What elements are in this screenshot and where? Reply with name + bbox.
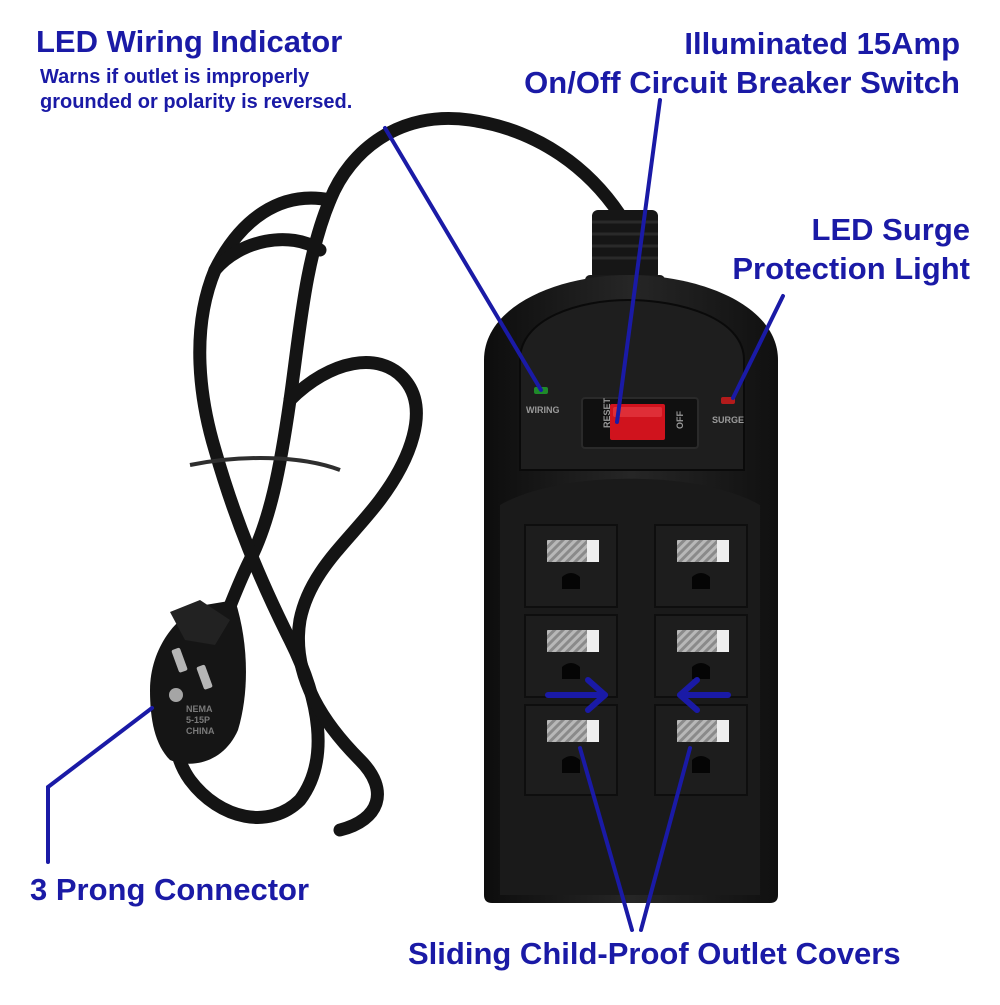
plug-text-line1: NEMA <box>186 704 213 714</box>
callout-leader-lines <box>46 98 785 932</box>
outlet-covers-label: Sliding Child-Proof Outlet Covers <box>408 936 901 971</box>
led-wiring-leader <box>383 126 543 392</box>
power-cord <box>168 112 627 837</box>
outlet[interactable] <box>654 704 748 796</box>
sliding-cover[interactable] <box>677 720 717 742</box>
outlet[interactable] <box>524 704 618 796</box>
reset-label: RESET <box>602 397 612 428</box>
prong-connector-label: 3 Prong Connector <box>30 872 310 907</box>
breaker-switch-title-line2: On/Off Circuit Breaker Switch <box>524 65 960 100</box>
outlet-grid <box>524 524 748 796</box>
outlet[interactable] <box>524 524 618 608</box>
surge-light-leader <box>731 294 785 400</box>
sliding-cover[interactable] <box>547 630 587 652</box>
off-label: OFF <box>675 411 685 429</box>
outlet-covers-leader-right <box>639 746 692 932</box>
cord-tie <box>189 456 341 472</box>
circuit-breaker-switch[interactable]: RESET OFF <box>581 397 699 449</box>
surge-light-title-line2: Protection Light <box>732 251 970 286</box>
three-prong-plug: NEMA 5-15P CHINA <box>150 600 246 764</box>
arrow-left-icon <box>677 677 731 713</box>
led-wiring-description-line1: Warns if outlet is improperly <box>40 66 310 88</box>
plug-text-line2: 5-15P <box>186 715 210 725</box>
led-wiring-description-line2: grounded or polarity is reversed. <box>40 91 353 113</box>
wiring-label: WIRING <box>526 405 560 415</box>
sliding-cover[interactable] <box>547 720 587 742</box>
outlet[interactable] <box>524 614 618 698</box>
led-wiring-title: LED Wiring Indicator <box>36 24 343 59</box>
breaker-switch-title-line1: Illuminated 15Amp <box>684 26 960 61</box>
outlet-covers-leader-left <box>578 746 634 932</box>
sliding-cover[interactable] <box>677 630 717 652</box>
surge-label: SURGE <box>712 415 744 425</box>
breaker-switch-leader <box>615 98 662 424</box>
sliding-cover[interactable] <box>677 540 717 562</box>
outlet[interactable] <box>654 524 748 608</box>
arrow-right-icon <box>545 677 608 713</box>
outlet[interactable] <box>654 614 748 698</box>
prong-connector-leader <box>46 706 154 864</box>
slide-arrows <box>545 677 731 713</box>
surge-light-title-line1: LED Surge <box>811 212 970 247</box>
plug-text-line3: CHINA <box>186 726 215 736</box>
sliding-cover[interactable] <box>547 540 587 562</box>
